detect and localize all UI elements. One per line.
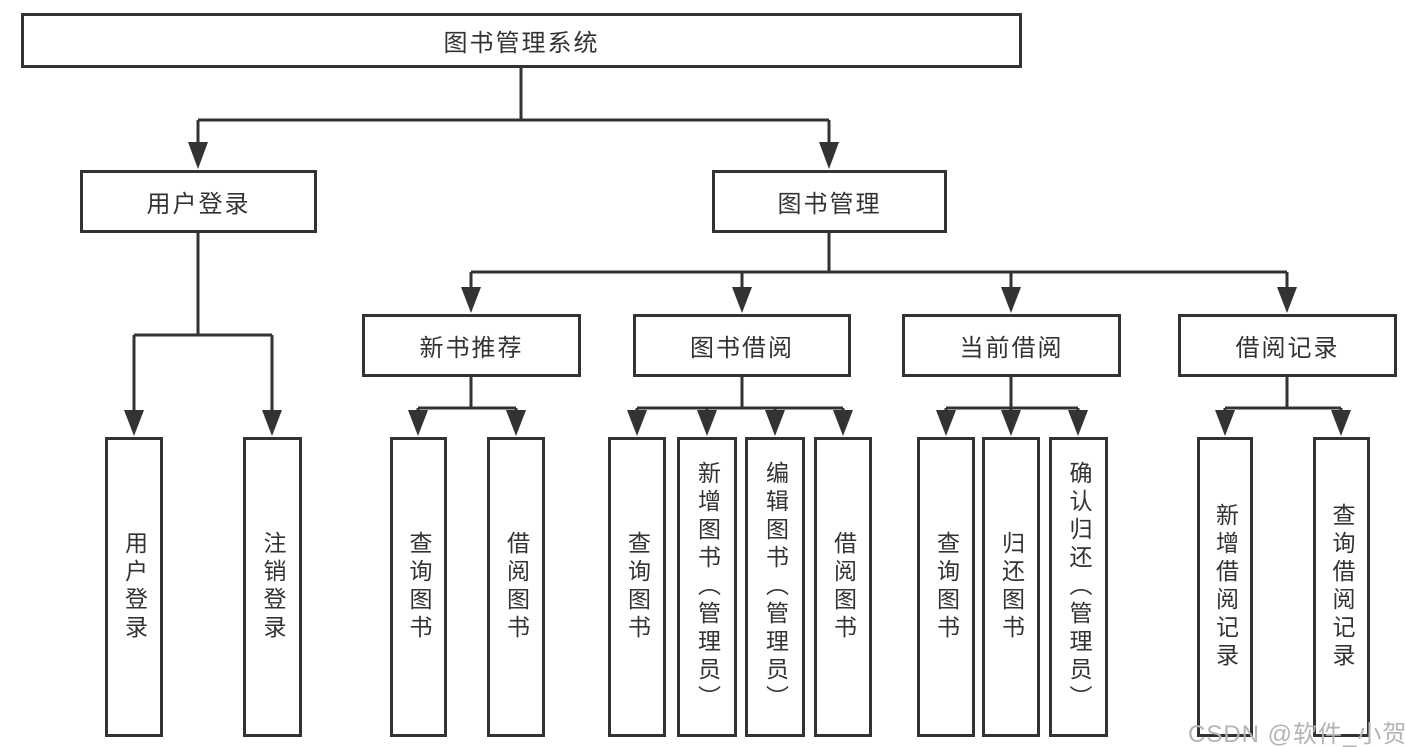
node-query-books-current: 查询图书: [917, 437, 975, 737]
node-logout-leaf: 注销登录: [243, 437, 302, 737]
node-user-login-leaf: 用户登录: [105, 437, 163, 737]
node-borrow-books-borrowing: 借阅图书: [814, 437, 872, 737]
node-edit-books-admin: 编辑图书（管理员）: [745, 437, 805, 737]
node-borrowing-records: 借阅记录: [1178, 314, 1397, 377]
node-query-borrow-record: 查询借阅记录: [1313, 437, 1370, 737]
node-add-borrow-record: 新增借阅记录: [1197, 437, 1253, 737]
node-query-books-recommendation: 查询图书: [390, 437, 447, 737]
node-add-books-admin: 新增图书（管理员）: [677, 437, 737, 737]
node-confirm-return-admin: 确认归还（管理员）: [1049, 437, 1108, 737]
node-new-book-recommendation: 新书推荐: [362, 314, 581, 377]
node-book-management: 图书管理: [712, 170, 947, 233]
node-borrow-books-recommendation: 借阅图书: [487, 437, 545, 737]
csdn-watermark: CSDN @软件_小贺同学: [1188, 721, 1405, 747]
node-current-borrowing: 当前借阅: [902, 314, 1121, 377]
node-library-management-system: 图书管理系统: [21, 13, 1022, 68]
node-query-books-borrowing: 查询图书: [608, 437, 666, 737]
arrowheads: [124, 142, 1351, 436]
node-return-books: 归还图书: [982, 437, 1040, 737]
node-book-borrowing: 图书借阅: [633, 314, 851, 377]
node-user-login: 用户登录: [80, 170, 317, 233]
